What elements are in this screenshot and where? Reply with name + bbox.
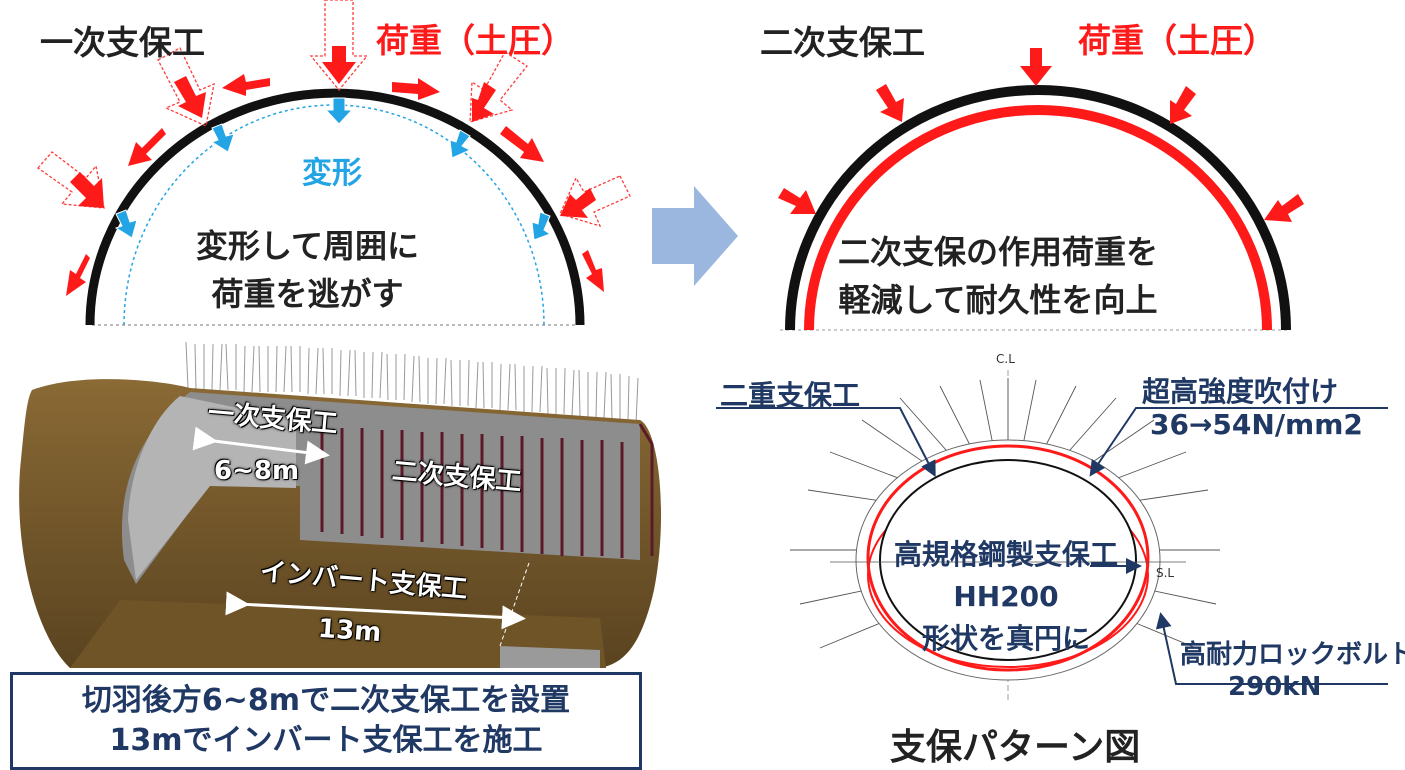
steel-line-1: 高規格鋼製支保工 — [893, 538, 1118, 571]
tunnel-caption: 切羽後方6~8mで二次支保工を設置 13mでインバート支保工を施工 — [13, 681, 639, 761]
tunnel-caption-line-2: 13mでインバート支保工を施工 — [109, 723, 543, 758]
secondary-support-label: 二次支保工 — [760, 23, 925, 62]
tunnel-caption-box: 切羽後方6~8mで二次支保工を設置 13mでインバート支保工を施工 — [10, 672, 642, 770]
steel-line-3: 形状を真円に — [921, 622, 1090, 655]
invert-length-arrow — [225, 591, 526, 630]
steel-support-text: 高規格鋼製支保工 HH200 形状を真円に — [866, 534, 1146, 660]
rock-bolt-lines — [185, 341, 639, 425]
primary-support-label: 一次支保工 — [40, 23, 205, 62]
primary-lining-arch-right — [785, 85, 1291, 331]
primary-length-arrow — [192, 426, 330, 465]
secondary-center-line-1: 二次支保の作用荷重を — [838, 233, 1159, 271]
support-pattern-title: 支保パターン図 — [890, 727, 1141, 768]
load-label-right: 荷重（土圧） — [1078, 21, 1276, 60]
secondary-lining-arch — [804, 105, 1272, 331]
tunnel-primary-length: 6~8m — [214, 456, 300, 486]
primary-center-line-1: 変形して周囲に — [196, 227, 420, 265]
tunnel-caption-line-1: 切羽後方6~8mで二次支保工を設置 — [81, 683, 571, 718]
deformation-label: 変形 — [302, 156, 362, 191]
secondary-center-text: 二次支保の作用荷重を 軽減して耐久性を向上 — [838, 228, 1158, 324]
springline-label: S.L — [1156, 566, 1175, 580]
rock-bolt-value: 290kN — [1228, 672, 1322, 702]
primary-center-line-2: 荷重を逃がす — [211, 275, 404, 313]
secondary-support-ribs — [320, 423, 654, 558]
blue-deformation-arrows — [114, 97, 552, 241]
secondary-center-line-2: 軽減して耐久性を向上 — [838, 281, 1158, 319]
double-support-red — [866, 444, 1150, 672]
steel-line-2: HH200 — [953, 580, 1059, 613]
secondary-support-diagram — [778, 48, 1304, 331]
double-support-leader — [716, 407, 936, 478]
red-load-arrows — [66, 46, 604, 296]
tunnel-invert-length: 13m — [317, 613, 383, 649]
bolt-leader — [1155, 612, 1388, 685]
shotcrete-value: 36→54N/mm2 — [1150, 408, 1363, 441]
primary-support-diagram — [37, 0, 631, 326]
shotcrete-leader — [1089, 407, 1388, 477]
primary-center-text: 変形して周囲に 荷重を逃がす — [196, 222, 419, 318]
transition-arrow — [652, 186, 738, 286]
double-support-label: 二重支保工 — [720, 379, 861, 412]
shotcrete-label: 超高強度吹付け — [1142, 375, 1339, 408]
support-pattern-drawing — [716, 370, 1388, 700]
rock-bolt-label: 高耐力ロックボルト — [1180, 640, 1405, 670]
red-load-arrows-right — [778, 48, 1304, 222]
centerline-label: C.L — [996, 352, 1015, 366]
load-label-left: 荷重（土圧） — [376, 21, 574, 60]
invert-concrete — [500, 646, 600, 668]
tunnel-3d-illustration — [19, 341, 662, 668]
